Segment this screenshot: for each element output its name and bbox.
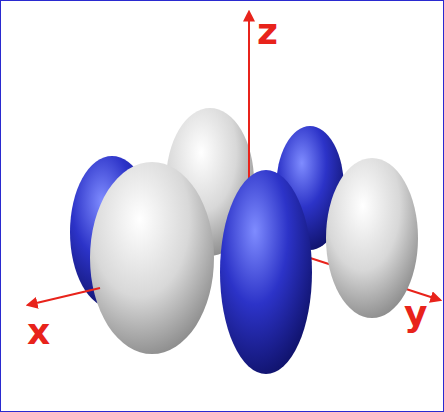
lobe — [220, 170, 312, 374]
lobe — [326, 158, 418, 318]
z-axis — [248, 12, 250, 190]
axis-label: z — [257, 14, 278, 50]
x-axis — [28, 288, 100, 305]
axis-label: y — [404, 296, 427, 332]
axis-label: x — [27, 314, 50, 350]
lobe — [90, 162, 214, 354]
